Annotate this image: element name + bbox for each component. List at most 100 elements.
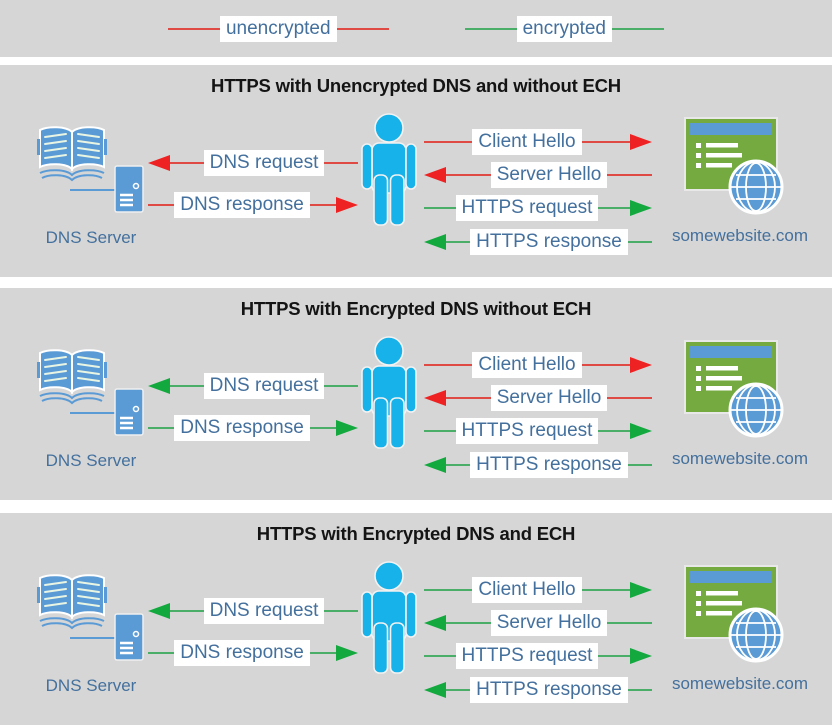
arrowhead-right-icon <box>630 582 652 598</box>
legend-line <box>464 27 517 30</box>
dns-response-arrow: DNS response <box>148 639 358 667</box>
arrow-line <box>309 204 336 206</box>
arrow-line <box>446 689 471 691</box>
legend-label: encrypted <box>516 15 613 42</box>
server-hello-arrow: Server Hello <box>424 609 653 637</box>
dns-request-arrow: DNS request <box>148 372 358 400</box>
https-request-arrow: HTTPS request <box>424 642 652 670</box>
website-icon <box>684 565 790 665</box>
arrow-line <box>309 652 336 654</box>
message-label: HTTPS response <box>470 677 628 703</box>
message-label: Client Hello <box>472 577 582 603</box>
panel-encrypted-dns-with-ech: HTTPS with Encrypted DNS and ECH DNS Ser… <box>0 513 832 725</box>
dns-server-icon <box>36 123 146 223</box>
message-label: HTTPS request <box>455 418 599 444</box>
arrow-line <box>607 622 653 624</box>
arrow-line <box>424 207 456 209</box>
dns-request-arrow: DNS request <box>148 597 358 625</box>
client-hello-arrow: Client Hello <box>424 576 652 604</box>
arrow-line <box>148 427 175 429</box>
arrowhead-right-icon <box>336 645 358 661</box>
website-label: somewebsite.com <box>671 226 809 245</box>
arrow-line <box>148 652 175 654</box>
arrowhead-right-icon <box>336 420 358 436</box>
arrowhead-left-icon <box>424 615 446 631</box>
legend-line <box>612 27 665 30</box>
panel-encrypted-dns-no-ech: HTTPS with Encrypted DNS without ECH DNS… <box>0 288 832 500</box>
client-hello-arrow: Client Hello <box>424 128 652 156</box>
dns-response-arrow: DNS response <box>148 191 358 219</box>
message-label: HTTPS response <box>470 452 628 478</box>
arrow-line <box>627 689 653 691</box>
legend-item-unencrypted: unencrypted <box>167 15 389 42</box>
legend-label: unencrypted <box>219 15 337 42</box>
message-label: Server Hello <box>490 385 608 411</box>
arrow-line <box>446 174 491 176</box>
arrowhead-left-icon <box>148 378 170 394</box>
arrow-line <box>607 174 653 176</box>
arrow-line <box>598 207 630 209</box>
arrow-line <box>598 655 630 657</box>
arrow-line <box>607 397 653 399</box>
arrow-line <box>424 589 473 591</box>
arrow-line <box>148 204 175 206</box>
arrow-line <box>324 610 358 612</box>
arrowhead-left-icon <box>424 167 446 183</box>
arrow-line <box>581 141 630 143</box>
server-hello-arrow: Server Hello <box>424 384 653 412</box>
arrowhead-right-icon <box>630 423 652 439</box>
dns-response-arrow: DNS response <box>148 414 358 442</box>
arrowhead-right-icon <box>336 197 358 213</box>
dns-server-icon <box>36 571 146 671</box>
message-label: DNS response <box>174 415 310 441</box>
arrowhead-right-icon <box>630 357 652 373</box>
arrow-line <box>446 397 491 399</box>
message-label: Server Hello <box>490 610 608 636</box>
panel-title: HTTPS with Unencrypted DNS and without E… <box>211 75 621 96</box>
arrow-line <box>424 141 473 143</box>
arrow-line <box>324 385 358 387</box>
website-icon <box>684 340 790 440</box>
arrow-line <box>446 241 471 243</box>
message-label: DNS response <box>174 640 310 666</box>
panel-title: HTTPS with Encrypted DNS and ECH <box>256 523 576 544</box>
message-label: DNS response <box>174 192 310 218</box>
https-request-arrow: HTTPS request <box>424 417 652 445</box>
arrowhead-left-icon <box>424 457 446 473</box>
arrowhead-left-icon <box>148 603 170 619</box>
arrowhead-left-icon <box>424 682 446 698</box>
message-label: Client Hello <box>472 129 582 155</box>
user-icon <box>360 336 418 450</box>
message-label: HTTPS request <box>455 195 599 221</box>
arrow-line <box>446 622 491 624</box>
dns-server-icon <box>36 346 146 446</box>
arrowhead-left-icon <box>424 234 446 250</box>
panel-unencrypted-dns-no-ech: HTTPS with Unencrypted DNS and without E… <box>0 65 832 277</box>
message-label: HTTPS request <box>455 643 599 669</box>
arrow-line <box>627 464 653 466</box>
https-response-arrow: HTTPS response <box>424 676 653 704</box>
arrowhead-right-icon <box>630 200 652 216</box>
arrow-line <box>309 427 336 429</box>
https-response-arrow: HTTPS response <box>424 228 653 256</box>
website-icon <box>684 117 790 217</box>
dns-server-label: DNS Server <box>45 228 137 247</box>
dns-request-arrow: DNS request <box>148 149 358 177</box>
arrow-line <box>598 430 630 432</box>
dns-server-label: DNS Server <box>45 676 137 695</box>
user-icon <box>360 113 418 227</box>
arrow-line <box>424 655 456 657</box>
message-label: HTTPS response <box>470 229 628 255</box>
message-label: Client Hello <box>472 352 582 378</box>
arrow-line <box>170 610 204 612</box>
server-hello-arrow: Server Hello <box>424 161 653 189</box>
https-response-arrow: HTTPS response <box>424 451 653 479</box>
message-label: DNS request <box>203 150 325 176</box>
legend-line <box>167 27 220 30</box>
arrowhead-right-icon <box>630 134 652 150</box>
arrow-line <box>581 364 630 366</box>
arrow-line <box>170 385 204 387</box>
https-request-arrow: HTTPS request <box>424 194 652 222</box>
legend-bar: unencrypted encrypted <box>0 0 832 57</box>
arrow-line <box>324 162 358 164</box>
